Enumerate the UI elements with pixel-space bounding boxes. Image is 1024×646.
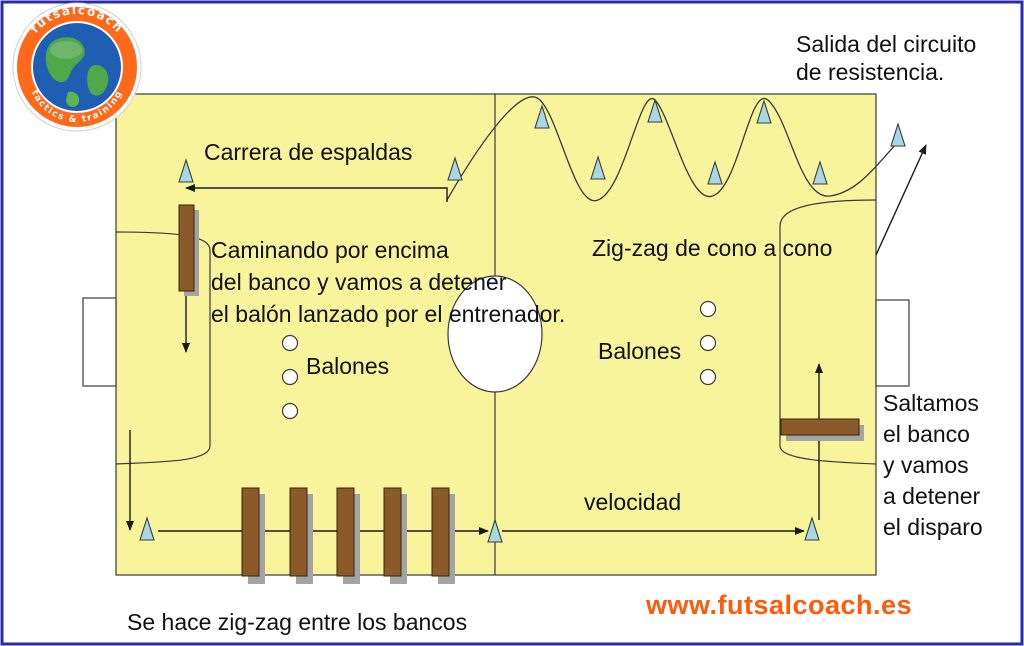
bench-horizontal-right [780,418,864,441]
balls-left [281,334,299,420]
bench-row-bottom [241,487,455,584]
center-circle [447,275,543,393]
label-velocidad: velocidad [584,489,682,515]
cones [139,98,906,543]
balls-right [699,300,717,386]
goal-right [875,299,910,387]
label-zigzag-conos: Zig-zag de cono a cono [592,235,833,261]
label-balones-right: Balones [598,338,682,364]
penalty-area-left [115,231,211,465]
label-caminando-banco: Caminando por encima del banco y vamos a… [211,237,566,327]
bench-vertical-left [178,204,199,296]
label-zigzag-bancos: Se hace zig-zag entre los bancos [127,609,468,635]
carrera-arrow [185,184,448,202]
label-saltamos-banco: Saltamos el banco y vamos a detener el d… [883,390,983,540]
website-url: www.futsalcoach.es [646,590,913,620]
exit-arrow [875,144,927,256]
penalty-area-right [779,199,877,465]
goal-left [82,297,117,387]
label-balones-left: Balones [306,353,390,379]
zigzag-wave-path [446,96,901,202]
label-carrera-espaldas: Carrera de espaldas [204,139,413,165]
label-salida-circuito: Salida del circuito de resistencia. [796,31,977,85]
